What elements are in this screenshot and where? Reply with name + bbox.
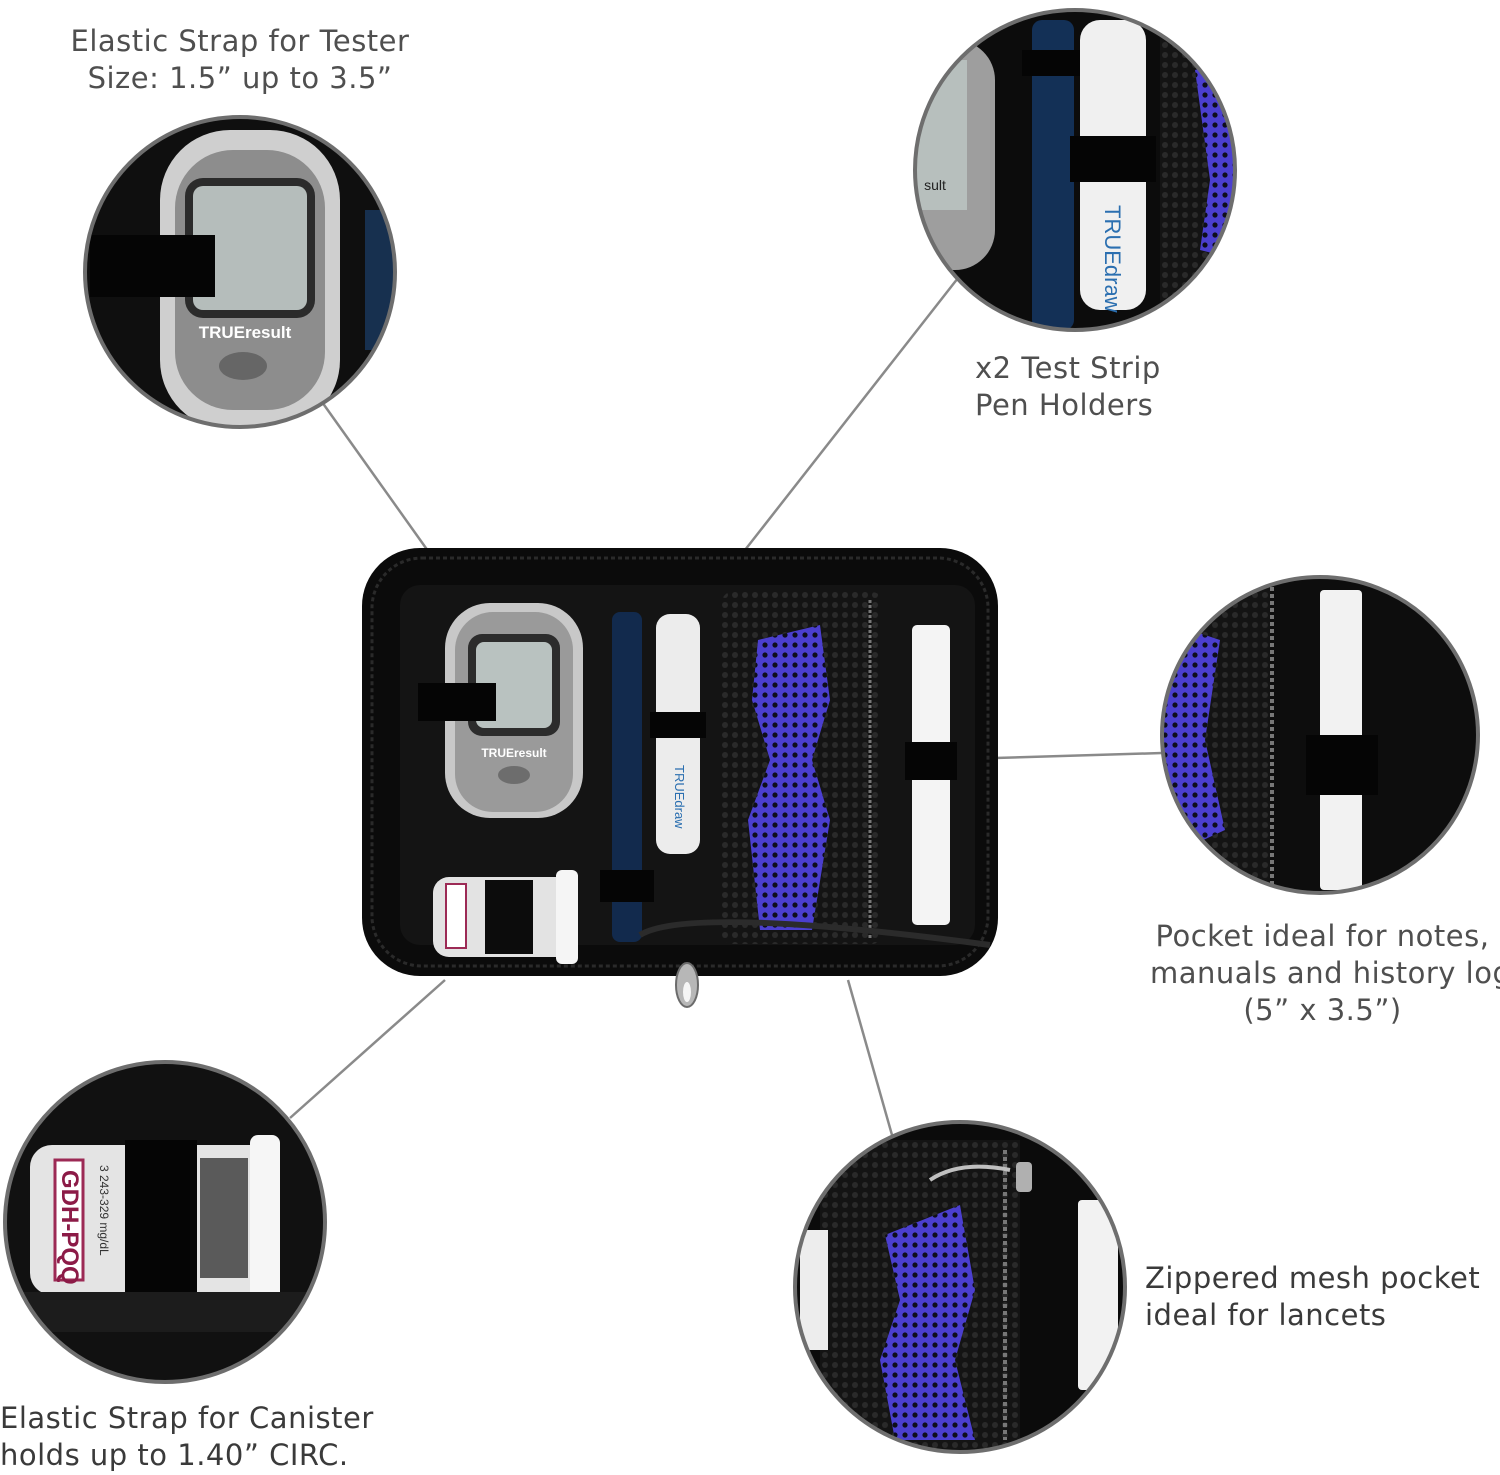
canister-small-text: 3 243-329 mg/dL xyxy=(97,1165,111,1256)
leader-lines xyxy=(289,277,1163,1136)
zoom-circle-mesh-pocket xyxy=(793,1120,1127,1454)
caption-pen-holders-line2: Pen Holders xyxy=(975,388,1154,422)
zoom-circle-pen-holders: sult TRUEdraw xyxy=(913,8,1237,332)
zoom-meter-brand-label: TRUEresult xyxy=(199,323,292,342)
caption-pen-holders-line1: x2 Test Strip xyxy=(975,351,1161,385)
caption-tester-strap-line2: Size: 1.5” up to 3.5” xyxy=(87,61,393,95)
canister-label: GDH-PQQ xyxy=(56,1170,83,1285)
caption-notes-pocket: Pocket ideal for notes, manuals and hist… xyxy=(1150,918,1500,1029)
caption-tester-strap-line1: Elastic Strap for Tester xyxy=(70,24,410,58)
meter-brand-label: TRUEresult xyxy=(481,746,546,760)
svg-text:sult: sult xyxy=(924,177,946,193)
zoom-circle-canister-strap: GDH-PQQ 3 243-329 mg/dL xyxy=(3,1060,327,1384)
diabetic-case: TRUEresult TRUEdraw xyxy=(362,548,998,1008)
caption-notes-pocket-line3: (5” x 3.5”) xyxy=(1243,993,1402,1027)
test-strip-canister xyxy=(433,870,578,964)
caption-mesh-pocket-line1: Zippered mesh pocket xyxy=(1145,1261,1481,1295)
lancing-device: TRUEdraw xyxy=(650,614,706,854)
zoom-circle-notes-pocket xyxy=(1160,575,1480,895)
caption-canister-strap: Elastic Strap for Canister holds up to 1… xyxy=(0,1400,374,1474)
lancer-brand-label: TRUEdraw xyxy=(672,765,687,829)
caption-mesh-pocket: Zippered mesh pocket ideal for lancets xyxy=(1145,1260,1481,1334)
caption-notes-pocket-line1: Pocket ideal for notes, xyxy=(1155,919,1490,953)
caption-mesh-pocket-line2: ideal for lancets xyxy=(1145,1298,1387,1332)
caption-canister-strap-line2: holds up to 1.40” CIRC. xyxy=(0,1438,349,1472)
caption-pen-holders: x2 Test Strip Pen Holders xyxy=(975,350,1215,424)
caption-canister-strap-line1: Elastic Strap for Canister xyxy=(0,1401,374,1435)
caption-tester-strap: Elastic Strap for Tester Size: 1.5” up t… xyxy=(70,23,410,97)
zoom-circle-tester-strap: TRUEresult xyxy=(83,115,397,429)
insulin-pen xyxy=(612,612,642,942)
caption-notes-pocket-line2: manuals and history logs xyxy=(1150,956,1500,990)
zoom-lancer-brand-label: TRUEdraw xyxy=(1100,205,1125,313)
glucose-meter: TRUEresult xyxy=(418,603,583,818)
